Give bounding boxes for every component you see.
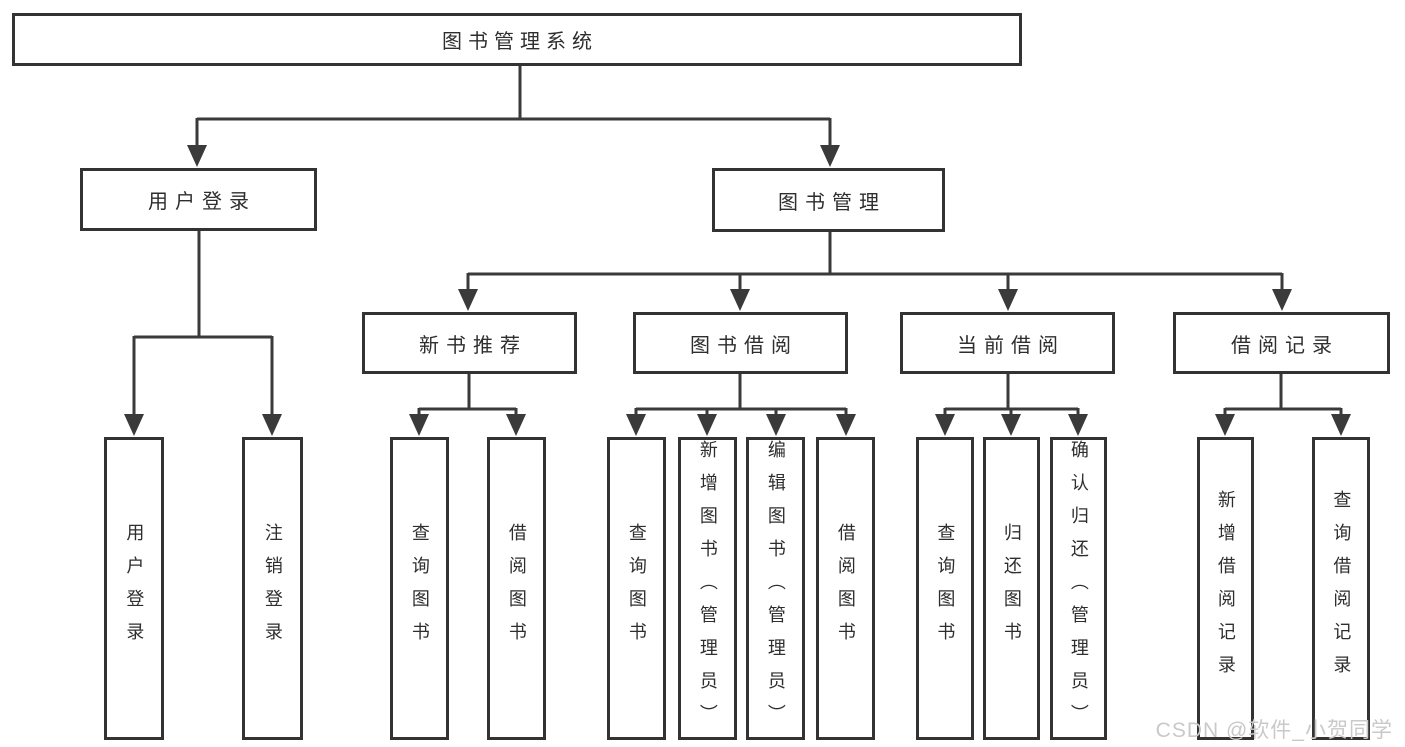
- leaf-label: 查询图书: [626, 522, 647, 655]
- leaf-logout: 注销登录: [242, 437, 303, 740]
- leaf-add-book-admin: 新增图书（管理员）: [678, 437, 737, 740]
- node-current-borrow: 当前借阅: [900, 312, 1115, 374]
- node-user-login: 用户登录: [80, 168, 317, 231]
- leaf-query-borrow-record: 查询借阅记录: [1312, 437, 1370, 740]
- connector-new-book-recommend-children: [409, 374, 526, 436]
- leaf-label: 查询借阅记录: [1331, 489, 1352, 688]
- leaf-query-books-recommend: 查询图书: [390, 437, 449, 740]
- leaf-label: 用户登录: [124, 522, 145, 655]
- connector-book-management-sections: [458, 232, 1292, 311]
- node-new-book-recommend: 新书推荐: [362, 312, 577, 374]
- leaf-user-login: 用户登录: [104, 437, 164, 740]
- leaf-label: 归还图书: [1001, 522, 1022, 655]
- leaf-label: 编辑图书（管理员）: [765, 440, 786, 737]
- leaf-label: 新增图书（管理员）: [697, 440, 718, 737]
- leaf-confirm-return-admin: 确认归还（管理员）: [1050, 437, 1107, 740]
- leaf-label: 查询图书: [935, 522, 956, 655]
- leaf-return-book: 归还图书: [983, 437, 1040, 740]
- leaf-label: 借阅图书: [506, 522, 527, 655]
- leaf-add-borrow-record: 新增借阅记录: [1197, 437, 1254, 740]
- node-book-management: 图书管理: [712, 168, 945, 232]
- connector-user-login-children: [124, 231, 282, 436]
- connector-current-borrow-children: [935, 374, 1088, 436]
- leaf-label: 新增借阅记录: [1215, 489, 1236, 688]
- leaf-label: 查询图书: [409, 522, 430, 655]
- leaf-label: 借阅图书: [835, 522, 856, 655]
- node-library-management-system: 图书管理系统: [12, 13, 1022, 66]
- csdn-watermark: CSDN @软件_小贺同学: [1155, 719, 1393, 742]
- leaf-borrow-books-recommend: 借阅图书: [487, 437, 546, 740]
- connector-book-borrow-children: [626, 374, 856, 436]
- connector-root-to-level2: [187, 66, 840, 167]
- leaf-label: 确认归还（管理员）: [1068, 440, 1089, 737]
- leaf-edit-book-admin: 编辑图书（管理员）: [746, 437, 805, 740]
- node-book-borrow: 图书借阅: [633, 312, 848, 374]
- leaf-borrow-books: 借阅图书: [816, 437, 875, 740]
- leaf-query-books-current: 查询图书: [916, 437, 974, 740]
- node-borrow-record: 借阅记录: [1173, 312, 1390, 374]
- leaf-query-books-borrow: 查询图书: [607, 437, 666, 740]
- leaf-label: 注销登录: [262, 522, 283, 655]
- connector-borrow-record-children: [1215, 374, 1351, 436]
